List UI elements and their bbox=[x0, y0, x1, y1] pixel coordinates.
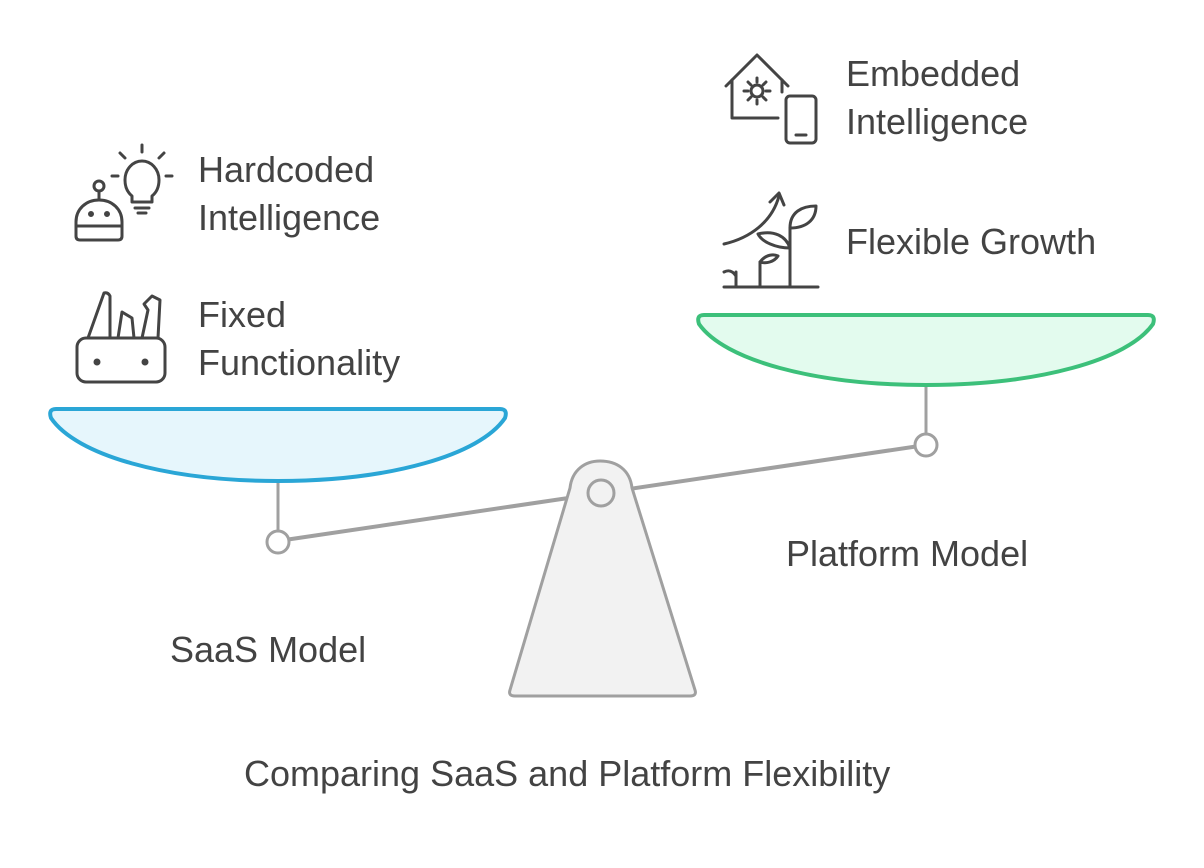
hardcoded-intelligence-label: Hardcoded Intelligence bbox=[198, 146, 518, 242]
smart-home-phone-icon bbox=[724, 53, 818, 145]
robot-lightbulb-icon bbox=[74, 143, 174, 242]
fixed-functionality-line1: Fixed bbox=[198, 294, 287, 335]
diagram-title: Comparing SaaS and Platform Flexibility bbox=[244, 753, 891, 794]
hardcoded-intelligence-line2: Intelligence bbox=[198, 197, 381, 238]
left-pivot-joint bbox=[265, 529, 291, 555]
platform-model-label: Platform Model bbox=[786, 533, 1029, 574]
saas-model-label: SaaS Model bbox=[170, 629, 367, 670]
right-pivot-joint bbox=[913, 432, 939, 458]
hardcoded-intelligence-line1: Hardcoded bbox=[198, 149, 375, 190]
fulcrum-pivot bbox=[586, 478, 616, 508]
left-scale-pan bbox=[48, 407, 508, 484]
scale-fulcrum bbox=[508, 459, 697, 698]
flexible-growth-label: Flexible Growth bbox=[846, 221, 1097, 262]
right-scale-pan bbox=[696, 313, 1156, 388]
embedded-intelligence-line1: Embedded bbox=[846, 53, 1021, 94]
embedded-intelligence-line2: Intelligence bbox=[846, 101, 1029, 142]
fixed-functionality-label: Fixed Functionality bbox=[198, 291, 518, 387]
fixed-functionality-line2: Functionality bbox=[198, 342, 401, 383]
growing-plant-icon bbox=[722, 191, 820, 289]
embedded-intelligence-label: Embedded Intelligence bbox=[846, 50, 1166, 146]
swiss-army-knife-icon bbox=[75, 291, 167, 384]
